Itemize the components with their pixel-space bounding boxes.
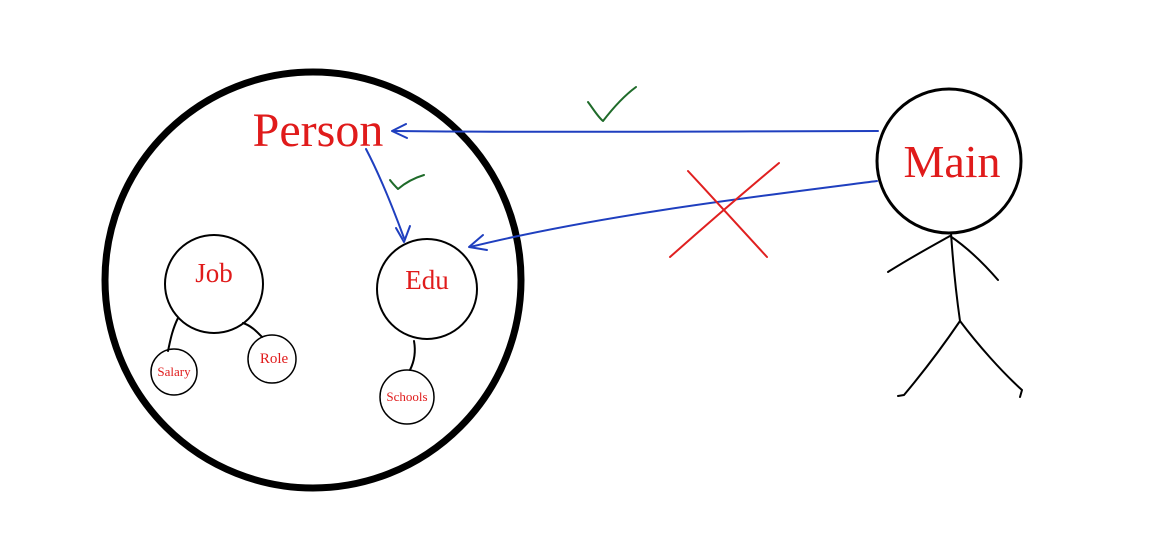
- arrow-person-to-edu: [365, 148, 405, 239]
- job-label: Job: [195, 258, 233, 288]
- figure-arms: [887, 235, 999, 281]
- edu-node-circle: [376, 238, 478, 340]
- check-person-to-edu: [389, 174, 425, 190]
- role-label: Role: [260, 351, 289, 367]
- person-label: Person: [253, 104, 384, 157]
- cross-main-to-edu-a: [687, 170, 768, 258]
- figure-body: [950, 232, 961, 322]
- check-main-to-person: [587, 86, 637, 122]
- role-node-circle: [247, 334, 297, 384]
- main-head-circle: [875, 87, 1023, 235]
- figure-right-leg: [959, 320, 1023, 398]
- edu-label: Edu: [405, 265, 449, 295]
- arrow-main-to-person: [394, 130, 879, 133]
- arrow-main-to-edu: [469, 180, 878, 248]
- schools-label: Schools: [386, 389, 427, 404]
- arrowhead-person-to-edu: [395, 225, 411, 243]
- schools-node-circle: [379, 369, 435, 425]
- arrowhead-main-to-edu: [468, 234, 488, 251]
- salary-label: Salary: [157, 364, 191, 379]
- cross-main-to-edu-b: [669, 162, 780, 258]
- figure-left-leg: [897, 320, 961, 397]
- job-role-connector: [242, 322, 263, 338]
- main-label: Main: [903, 136, 1000, 187]
- edu-schools-connector: [409, 340, 416, 371]
- person-container-circle: [101, 68, 525, 492]
- job-node-circle: [164, 234, 264, 334]
- arrowhead-main-to-person: [391, 123, 408, 139]
- salary-node-circle: [150, 348, 198, 396]
- job-salary-connector: [167, 317, 179, 352]
